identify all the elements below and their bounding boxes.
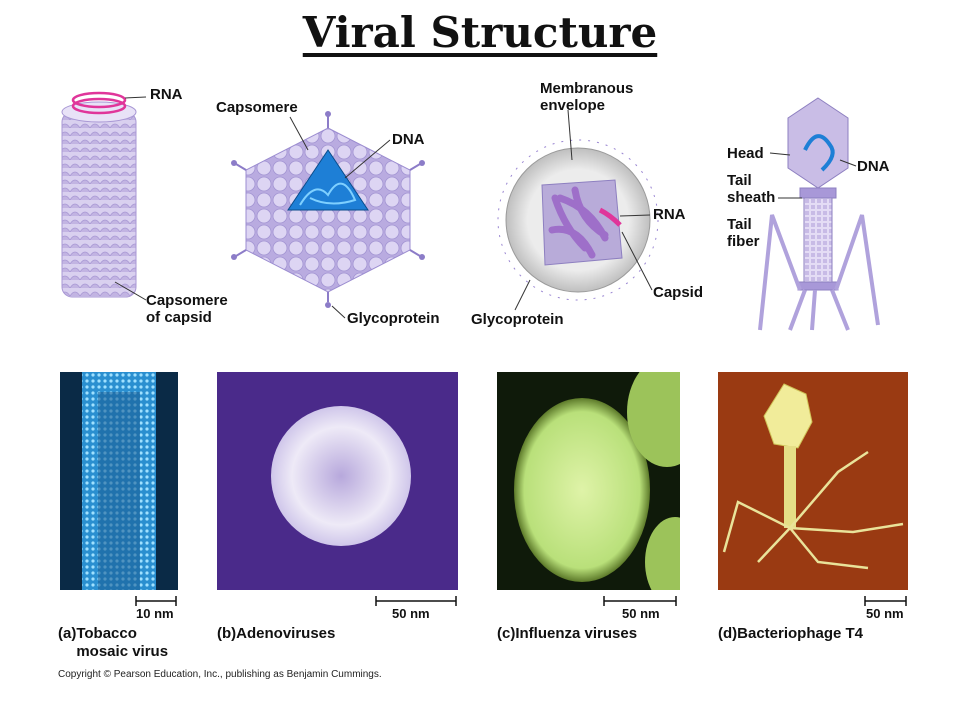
bacteriophage-micrograph <box>718 372 908 590</box>
adenovirus-micrograph <box>217 372 458 590</box>
phage-dna-label: DNA <box>857 158 890 175</box>
flu-capsid-label: Capsid <box>653 284 704 301</box>
caption-d-letter: (d) <box>718 625 738 642</box>
tmv-rna-label: RNA <box>150 86 183 103</box>
scale-d: 50 nm <box>866 606 904 621</box>
copyright-notice: Copyright © Pearson Education, Inc., pub… <box>58 669 382 680</box>
phage-tail-sheath-label: Tail sheath <box>727 172 776 206</box>
adeno-dna-label: DNA <box>392 131 425 148</box>
flu-glycoprotein-label: Glycoprotein <box>471 311 564 328</box>
page-title: Viral Structure <box>302 8 658 57</box>
caption-c-text: Influenza viruses <box>515 625 638 642</box>
scale-b: 50 nm <box>392 606 430 621</box>
caption-a: (a)Tobacco mosaic virus <box>58 625 168 661</box>
phage-tail-fiber-label: Tail fiber <box>727 216 760 250</box>
tmv-rod <box>61 91 147 301</box>
scale-a: 10 nm <box>136 606 174 621</box>
influenza-model <box>497 109 659 311</box>
caption-b-text: Adenoviruses <box>236 625 336 642</box>
caption-c: (c)Influenza viruses <box>497 625 637 643</box>
caption-a-text: Tobacco mosaic virus <box>76 625 169 660</box>
bacteriophage-model <box>758 97 880 331</box>
caption-d-text: Bacteriophage T4 <box>737 625 864 642</box>
adeno-capsomere-label: Capsomere <box>216 99 298 116</box>
adenovirus-model <box>231 111 425 319</box>
tmv-micrograph <box>60 372 178 590</box>
adeno-glycoprotein-label: Glycoprotein <box>347 310 440 327</box>
caption-d: (d)Bacteriophage T4 <box>718 625 863 643</box>
flu-rna-label: RNA <box>653 206 686 223</box>
flu-envelope-label: Membranous envelope <box>540 80 634 114</box>
caption-c-letter: (c) <box>497 625 516 642</box>
caption-a-letter: (a) <box>58 625 77 642</box>
influenza-micrograph <box>497 372 680 590</box>
caption-b: (b)Adenoviruses <box>217 625 335 643</box>
tmv-capsomere-label: Capsomere of capsid <box>146 292 228 326</box>
phage-head-label: Head <box>727 145 764 162</box>
scale-c: 50 nm <box>622 606 660 621</box>
caption-b-letter: (b) <box>217 625 237 642</box>
